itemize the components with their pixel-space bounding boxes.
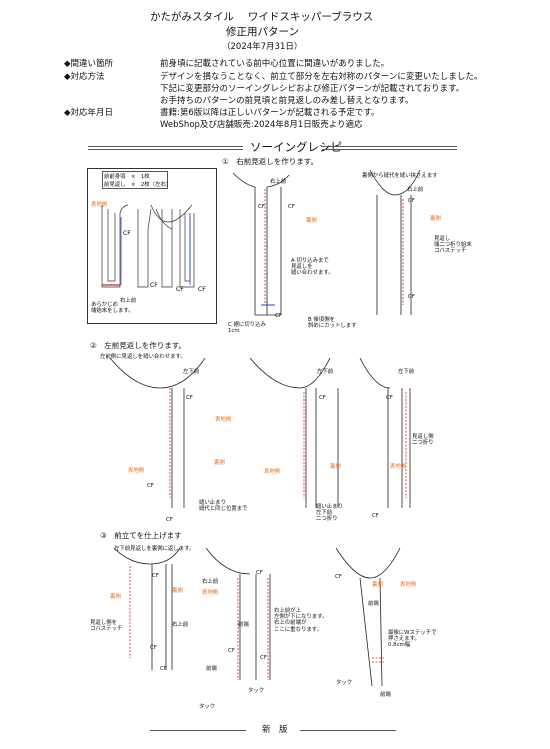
step3-ura-2: 裏側 (172, 588, 183, 594)
step3-ura-1: 裏側 (110, 594, 121, 600)
notice-text-error: 前身頃に記載されている前中心位置に間違いがありました。 (160, 59, 390, 69)
step1-cf-4: CF (408, 198, 415, 204)
step-3-note: 左下前見返しを裏側に返します。 (114, 546, 195, 552)
notice-text-fix-1: デザインを損なうことなく、前立て部分を左右対称のパターンに変更いたしました。 (160, 72, 483, 82)
piece-list-item-2: 前見返し × 2枚（左右） (104, 182, 172, 188)
footer-rule-left (150, 730, 246, 731)
step3-note-b: 右上前が上 左側が下になります。 右上の前端が ここに重なります。 (274, 608, 328, 633)
notice-label-date: ◆対応年月日 (64, 108, 114, 118)
step2-note-b: 見返し側 二つ折り (412, 434, 434, 447)
step1-cf-2: CF (288, 204, 295, 210)
step-1-label: ① 右前見返しを作ります。 (222, 157, 318, 166)
piece-list-item-1: 前前身頃 × 1枚 (104, 174, 150, 180)
step1-note-a: A 切り込みまで 見返しを 縫い合わせます。 (291, 258, 334, 277)
inset-label-right-up: 右上前 (120, 298, 137, 304)
notice-label-fix: ◆対応方法 (64, 72, 105, 82)
step-2-drawing (110, 358, 411, 508)
step3-maeba-4: 前端 (380, 692, 391, 698)
page-subtitle: 修正用パターン (226, 26, 299, 38)
step3-note-a: 見返し側を コバステッチ (90, 620, 123, 633)
svg-text:CF: CF (150, 282, 158, 289)
step-3-drawing (113, 548, 401, 687)
svg-text:CF: CF (176, 286, 184, 293)
svg-text:CF: CF (198, 286, 206, 293)
step3-omote-2: 表地側 (400, 582, 417, 588)
step2-cf-4: CF (319, 395, 326, 401)
step3-cf-2: CF (150, 645, 157, 651)
inset-note: あらかじめ 端始末をします。 (91, 302, 134, 315)
step3-tack-1: タック (248, 688, 265, 694)
step3-cf-4: CF (256, 570, 263, 576)
step3-omote-1: 表地側 (202, 590, 219, 596)
revision-date: （2024年7月31日） (222, 42, 303, 52)
step2-note-c: 縫い止まり 左下前 二つ折り (316, 504, 343, 523)
notice-text-fix-2: 下記に変更部分のソーイングレシピおよび修正パターンが記載されております。 (160, 84, 465, 94)
step2-cf-2: CF (147, 483, 154, 489)
step3-cf-7: CF (335, 574, 342, 580)
step1-ura-2: 裏側 (430, 216, 441, 222)
step3-maeba-3: 前端 (368, 601, 379, 607)
step1-cf-1: CF (258, 204, 265, 210)
step3-tack-3: タック (336, 680, 353, 686)
step2-omote-3: 表地側 (264, 469, 281, 475)
step2-cf-5: CF (386, 395, 393, 401)
footer-rule-right (300, 730, 396, 731)
page-title: かたがみスタイル ワイドスキッパーブラウス (150, 11, 374, 23)
step3-tack-2: タック (199, 704, 216, 710)
step3-note-c: 最後にWステッチで 押さえます。 0.8cm幅 (388, 630, 437, 649)
step2-cf-3: CF (166, 517, 173, 523)
step3-right-up-2: 右上前 (202, 579, 219, 585)
step-2-note: 左前側に見返しを縫い合わせます。 (100, 354, 186, 360)
step3-right-up-1: 右上前 (172, 622, 189, 628)
step3-cf-5: CF (228, 648, 235, 654)
pattern-pieces-inset: 前前身頃 × 1枚 前見返し × 2枚（左右） 表地側 CF CF CF CF … (87, 168, 217, 324)
notice-text-fix-3: お手持ちのパターンの前見頃と前見返しのみ差し替えとなります。 (160, 96, 414, 106)
step1-note-b: B 後頃側を 斜めにカットします (308, 317, 357, 330)
step2-note-a: 縫い止まり 縫代と同じ位置まで (199, 500, 248, 513)
notice-label-error: ◆間違い箇所 (64, 59, 114, 69)
section-title: ソーイングレシピ (250, 140, 342, 154)
section-rule-right (322, 146, 457, 150)
step1-right-up-2: 右上前 (407, 187, 424, 193)
footer-text: 新 版 (262, 725, 288, 735)
step1-cf-5: CF (408, 294, 415, 300)
step2-cf-1: CF (186, 395, 193, 401)
step2-cf-6: CF (372, 513, 379, 519)
step3-ura-3: 裏側 (372, 582, 383, 588)
svg-text:CF: CF (123, 230, 131, 237)
step1-topnote: 裏側から縫代を縫い挟さえます (362, 173, 438, 179)
notice-text-date-2: WebShop及び店舗販売:2024年8月1日販売より適応 (160, 120, 363, 130)
section-rule-left (88, 146, 243, 150)
step1-cf-3: CF (275, 313, 282, 319)
step3-cf-1: CF (152, 573, 159, 579)
step2-ura-1: 裏側 (214, 460, 225, 466)
step-2-label: ② 左前見返しを作ります。 (90, 341, 186, 350)
step2-ura-2: 裏側 (330, 464, 341, 470)
step3-cf-3: CF (160, 666, 167, 672)
step3-cf-6: CF (260, 655, 267, 661)
step1-stitch-note: 見返し 端二つ折り始末 コバステッチ (434, 236, 472, 255)
step3-maeba-2: 前端 (206, 666, 217, 672)
step2-omote-2: 表地側 (215, 417, 232, 423)
step1-ura-1: 裏側 (306, 218, 317, 224)
step2-left-down-3: 左下前 (398, 369, 415, 375)
inset-label-omote: 表地側 (91, 202, 108, 208)
notice-text-date-1: 書籍:第6版以降は正しいパターンが記載される予定です。 (160, 108, 380, 118)
step1-right-up: 右上前 (270, 179, 287, 185)
inset-pieces-drawing: CF CF CF CF (101, 204, 206, 293)
step2-omote-4: 表地側 (390, 464, 407, 470)
piece-list: 前前身頃 × 1枚 前見返し × 2枚（左右） (102, 171, 172, 189)
step-3-label: ③ 前立てを仕上げます (100, 531, 182, 540)
step2-left-down-2: 左下前 (317, 369, 334, 375)
step-1-drawing (232, 169, 421, 316)
step3-maeba-1: 前端 (238, 622, 249, 628)
step2-omote-1: 表地側 (128, 468, 145, 474)
step2-left-down-1: 左下前 (183, 369, 200, 375)
step1-note-c: C 裾に切り込み 1cm (228, 322, 266, 335)
